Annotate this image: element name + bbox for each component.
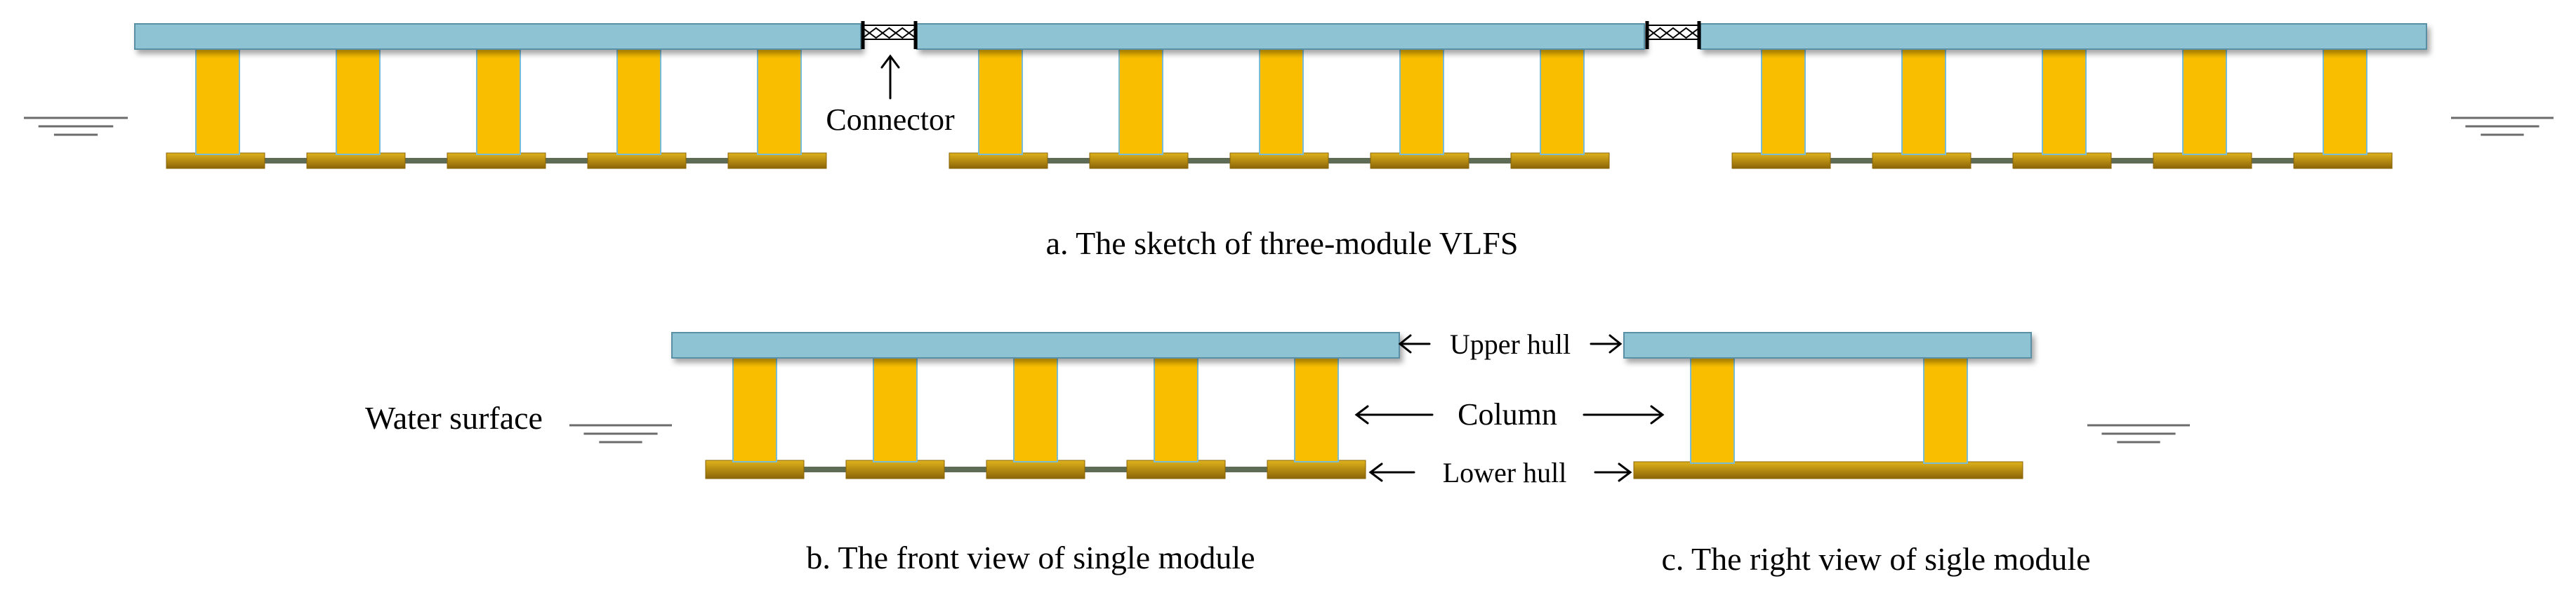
upper-hull-deck: [134, 23, 861, 50]
vlfs-module-1: [134, 23, 861, 169]
column: [1540, 47, 1585, 155]
column: [2042, 47, 2087, 155]
vlfs-module-3: [1700, 23, 2427, 169]
caption-b: b. The front view of single module: [806, 540, 1255, 575]
column: [616, 47, 661, 155]
brace: [2111, 158, 2153, 164]
lower-hull-label: Lower hull: [1443, 457, 1567, 488]
upper-hull-arrow-right: [1590, 334, 1623, 354]
column: [476, 47, 521, 155]
lower-hull-pontoon: [1089, 152, 1189, 169]
front-view-module: [671, 332, 1400, 479]
lower-hull-pontoon: [1872, 152, 1971, 169]
connector-spring: [862, 27, 916, 39]
lower-hull-pontoon: [949, 152, 1048, 169]
column-arrow-right: [1583, 405, 1665, 425]
column: [1294, 356, 1339, 462]
lower-hull-pontoon: [1370, 152, 1469, 169]
brace: [1188, 158, 1230, 164]
caption-c: c. The right view of sigle module: [1661, 541, 2090, 577]
brace: [1225, 467, 1267, 472]
column: [978, 47, 1023, 155]
column: [757, 47, 802, 155]
column: [1901, 47, 1946, 155]
upper-hull-deck: [671, 332, 1400, 359]
column: [1013, 356, 1058, 462]
column: [1761, 47, 1806, 155]
column: [1399, 47, 1444, 155]
water-surface-icon: [24, 116, 128, 136]
connector-spring: [862, 27, 916, 39]
column: [1118, 47, 1163, 155]
connector-arrow: [880, 54, 900, 100]
column: [1923, 356, 1968, 464]
column: [732, 356, 777, 462]
column: [195, 47, 240, 155]
brace: [405, 158, 447, 164]
lower-hull-pontoon: [2012, 152, 2112, 169]
lower-hull-pontoon: [986, 460, 1085, 479]
caption-a: a. The sketch of three-module VLFS: [1046, 225, 1519, 261]
brace: [804, 467, 846, 472]
connector-spring: [1646, 27, 1700, 39]
lower-hull-arrow-right: [1594, 462, 1632, 482]
water-surface-icon: [2087, 424, 2190, 444]
lower-hull-pontoon: [447, 152, 546, 169]
lower-hull-pontoon: [845, 460, 945, 479]
brace: [546, 158, 588, 164]
lower-hull-pontoon: [306, 152, 406, 169]
brace: [1830, 158, 1872, 164]
brace: [1085, 467, 1127, 472]
water-surface-icon: [569, 424, 672, 444]
column: [2182, 47, 2227, 155]
brace: [1328, 158, 1370, 164]
brace: [265, 158, 307, 164]
upper-hull-label: Upper hull: [1450, 328, 1571, 360]
lower-hull-pontoon: [1267, 460, 1366, 479]
upper-hull-deck: [1700, 23, 2427, 50]
upper-hull-deck: [916, 23, 1645, 50]
brace: [1048, 158, 1090, 164]
connector-spring: [1646, 27, 1700, 39]
column-arrow-left: [1354, 405, 1434, 425]
lower-hull-pontoon: [1510, 152, 1610, 169]
lower-hull-pontoon: [2153, 152, 2252, 169]
lower-hull-pontoon: [1731, 152, 1831, 169]
lower-hull-pontoon: [727, 152, 827, 169]
brace: [2252, 158, 2294, 164]
upper-hull-arrow-left: [1398, 334, 1431, 354]
water-surface-label: Water surface: [365, 400, 543, 436]
lower-hull-pontoon: [1229, 152, 1329, 169]
column: [1154, 356, 1198, 462]
column-label: Column: [1458, 397, 1557, 432]
brace: [944, 467, 986, 472]
column: [336, 47, 381, 155]
structures: [134, 23, 2427, 479]
column: [1690, 356, 1735, 464]
brace: [1469, 158, 1511, 164]
vlfs-module-2: [916, 23, 1645, 169]
lower-hull-pontoon: [166, 152, 265, 169]
lower-hull-arrow-left: [1368, 462, 1415, 482]
right-view-module: [1623, 332, 2032, 479]
lower-hull-pontoon: [2293, 152, 2393, 169]
connector-1: [861, 21, 918, 49]
column: [1259, 47, 1304, 155]
lower-hull-pontoon: [587, 152, 687, 169]
connector-label: Connector: [826, 102, 955, 137]
lower-hull-pontoon: [1126, 460, 1226, 479]
connector-2: [1645, 21, 1701, 49]
water-surfaces: [24, 116, 2554, 444]
lower-hull-pontoon: [1633, 461, 2023, 479]
brace: [1971, 158, 2013, 164]
upper-hull-deck: [1623, 332, 2032, 359]
water-surface-icon: [2451, 116, 2554, 136]
column: [2323, 47, 2367, 155]
lower-hull-pontoon: [705, 460, 805, 479]
connectors: [861, 21, 1701, 49]
brace: [686, 158, 728, 164]
column: [873, 356, 918, 462]
annotation-arrows: [880, 54, 1665, 482]
